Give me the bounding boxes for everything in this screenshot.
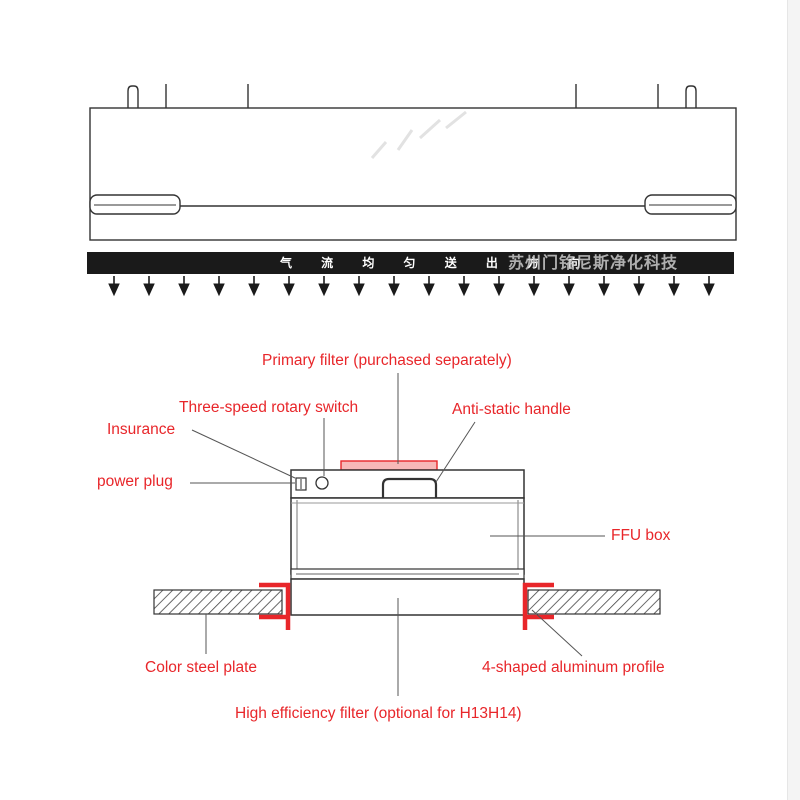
label-rotary-switch: Three-speed rotary switch	[179, 399, 359, 416]
airflow-arrow-head	[178, 283, 190, 297]
airflow-banner-bar	[87, 252, 734, 274]
airflow-arrow-head	[528, 283, 540, 297]
airflow-arrow-head	[633, 283, 645, 297]
airflow-arrow-head	[388, 283, 400, 297]
airflow-arrow-head	[458, 283, 470, 297]
airflow-arrow-head	[318, 283, 330, 297]
label-aluminum-profile: 4-shaped aluminum profile	[482, 659, 665, 676]
mount-tab-left	[127, 85, 139, 108]
label-insurance: Insurance	[107, 421, 176, 438]
airflow-arrow-head	[668, 283, 680, 297]
primary-filter	[340, 460, 438, 471]
watermark-mark	[370, 110, 467, 159]
label-color-steel-plate: Color steel plate	[145, 659, 258, 676]
ffu-box-body	[290, 497, 525, 575]
label-power-plug: power plug	[97, 473, 173, 490]
color-steel-plate-right	[527, 589, 661, 615]
rotary-switch	[315, 476, 329, 490]
label-hepa-filter: High efficiency filter (optional for H13…	[235, 705, 522, 722]
label-anti-static-handle: Anti-static handle	[452, 401, 571, 418]
airflow-arrow-head	[248, 283, 260, 297]
airflow-arrow-head	[108, 283, 120, 297]
mount-tab-right	[685, 85, 697, 108]
label-ffu-box: FFU box	[611, 527, 671, 544]
airflow-arrows	[108, 276, 715, 297]
ffu-body	[89, 107, 737, 241]
aluminum-profile-left	[259, 582, 291, 630]
right-edge-strip	[787, 0, 800, 800]
airflow-banner-text: 气 流 均 匀 送 出 方 向	[280, 256, 593, 270]
airflow-arrow-head	[703, 283, 715, 297]
anti-static-handle	[381, 477, 438, 498]
hepa-filter	[290, 578, 525, 616]
airflow-arrow-head	[283, 283, 295, 297]
color-steel-plate-left	[153, 589, 283, 615]
ffu-box-top	[290, 469, 525, 499]
airflow-arrow-head	[563, 283, 575, 297]
label-primary-filter: Primary filter (purchased separately)	[262, 352, 512, 369]
airflow-arrow-head	[213, 283, 225, 297]
ffu-top-view	[89, 84, 737, 241]
airflow-arrow-head	[143, 283, 155, 297]
airflow-arrow-head	[598, 283, 610, 297]
airflow-arrow-head	[353, 283, 365, 297]
airflow-arrow-head	[493, 283, 505, 297]
ffu-section-view	[153, 460, 661, 630]
company-watermark: 苏州门铭尼斯净化科技	[508, 253, 679, 272]
airflow-arrow-head	[423, 283, 435, 297]
leader-lines	[190, 373, 605, 696]
